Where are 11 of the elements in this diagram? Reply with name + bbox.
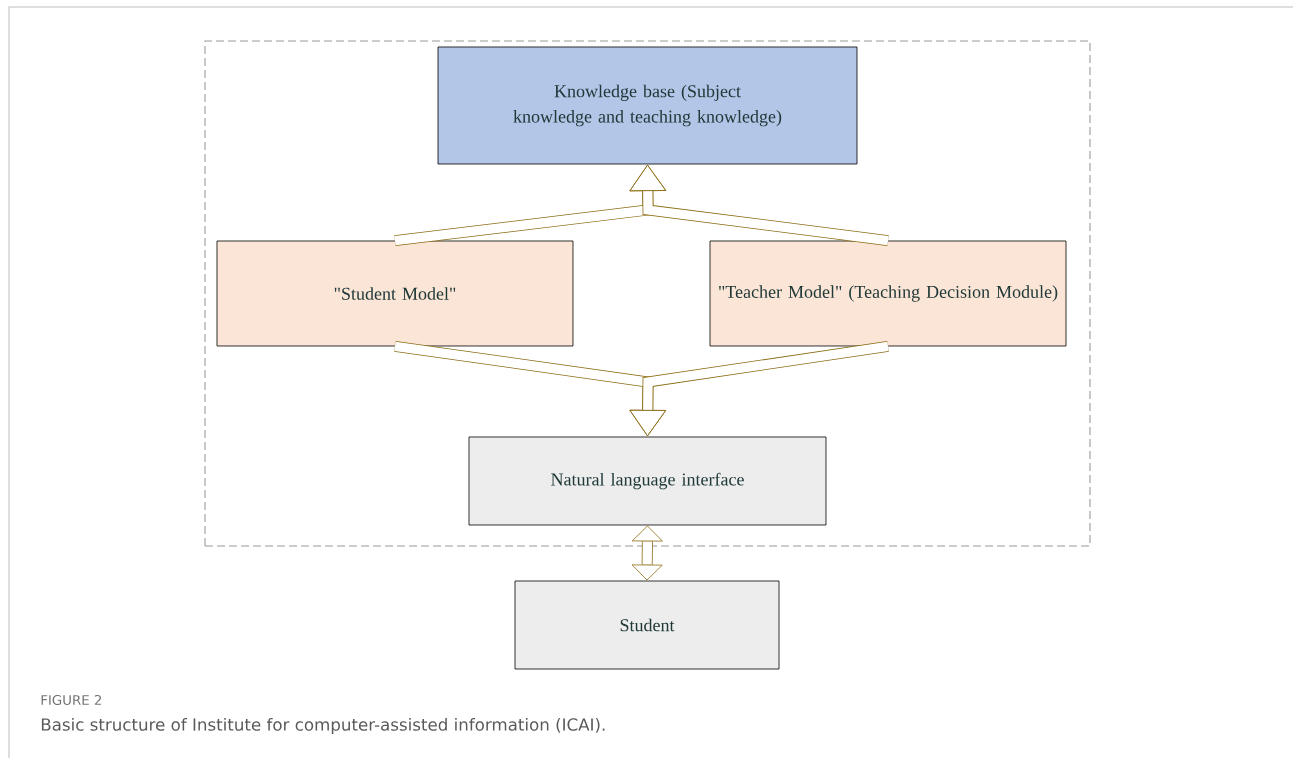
hollow-arrow: [629, 341, 889, 437]
process-box: Student: [514, 580, 780, 670]
hollow-arrow: [629, 164, 889, 247]
group-frame: [204, 40, 1091, 547]
figure-label: FIGURE 2: [41, 694, 102, 706]
hollow-arrow: [631, 525, 663, 581]
process-box: Natural language interface: [468, 436, 827, 526]
process-box: "Student Model": [216, 240, 574, 347]
caption: Basic structure of Institute for computer-assisted information (ICAI).: [41, 717, 605, 735]
process-box: "Teacher Model" (Teaching Decision Module): [709, 240, 1067, 347]
process-box: Knowledge base (Subject knowledge and teaching knowledge): [437, 46, 858, 165]
